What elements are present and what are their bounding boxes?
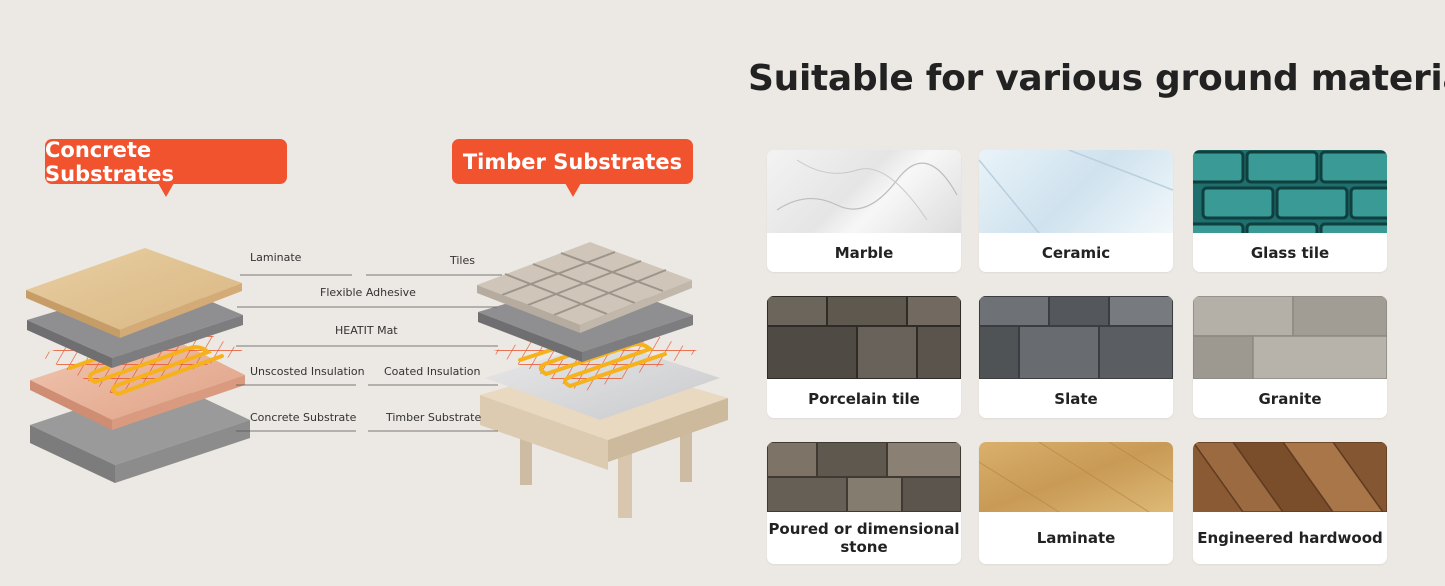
material-label: Laminate [1036,529,1116,547]
material-card-engineered-hardwood: Engineered hardwood [1193,442,1387,564]
material-card-porcelain-tile: Porcelain tile [767,296,961,418]
timber-substrates-tag-label: Timber Substrates [462,149,683,174]
laminate-layer [26,248,242,330]
slate-swatch [979,296,1173,380]
ceramic-swatch [979,150,1173,234]
material-label: Slate [1054,389,1098,408]
label-coated-insulation: Coated Insulation [384,365,481,378]
concrete-substrates-tag: Concrete Substrates [45,137,287,197]
laminate-swatch [979,442,1173,513]
porcelain-tile-swatch [767,296,961,380]
material-card-ceramic: Ceramic [979,150,1173,272]
material-card-slate: Slate [979,296,1173,418]
granite-swatch [1193,296,1387,380]
material-card-laminate: Laminate [979,442,1173,564]
label-unscosted-insulation: Unscosted Insulation [250,365,365,378]
concrete-stack [26,248,250,483]
material-label: Glass tile [1250,243,1330,262]
material-card-glass-tile: Glass tile [1193,150,1387,272]
leader-lines [236,274,502,432]
poured-stone-swatch [767,442,961,513]
material-label: Granite [1258,389,1322,408]
material-label: Porcelain tile [808,389,920,408]
label-laminate: Laminate [250,251,302,264]
engineered-hardwood-swatch [1193,442,1387,513]
material-label: Ceramic [1041,243,1111,262]
label-flexible-adhesive: Flexible Adhesive [320,286,416,299]
material-card-poured-stone: Poured or dimensional stone [767,442,961,564]
material-label: Marble [834,243,894,262]
concrete-substrates-tag-label: Concrete Substrates [45,137,174,186]
label-timber-substrate: Timber Substrate [386,411,482,424]
label-concrete-substrate: Concrete Substrate [250,411,357,424]
material-label: Engineered hardwood [1197,529,1383,547]
layer-diagram [26,242,728,518]
page-title: Suitable for various ground material [748,58,1445,99]
timber-stack [477,242,728,518]
label-tiles: Tiles [450,254,475,267]
glass-tile-swatch [1193,150,1387,256]
material-label: Poured or dimensional stone [768,520,960,556]
marble-swatch [767,150,961,233]
material-card-granite: Granite [1193,296,1387,418]
timber-substrates-tag: Timber Substrates [452,139,693,197]
material-card-marble: Marble [767,150,961,272]
label-heatit-mat: HEATIT Mat [335,324,398,337]
